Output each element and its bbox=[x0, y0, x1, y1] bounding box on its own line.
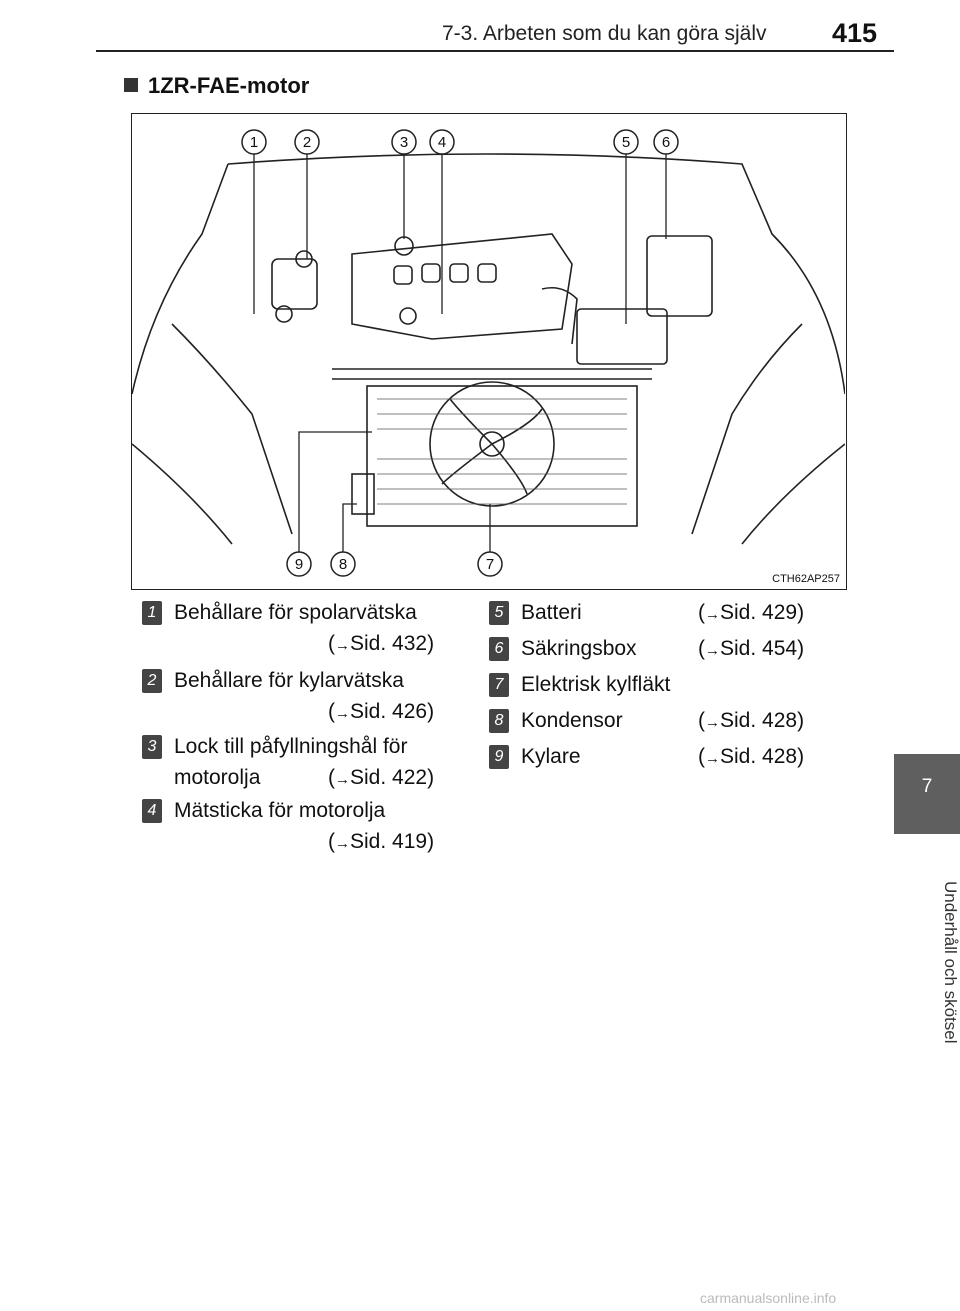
square-bullet-icon bbox=[124, 78, 138, 92]
legend-name: Behållare för spolarvätska bbox=[174, 601, 417, 624]
arrow-right-icon: → bbox=[335, 771, 350, 788]
callout-9: 9 bbox=[295, 556, 303, 573]
callout-1: 1 bbox=[250, 134, 258, 151]
section-title-text: 1ZR-FAE-motor bbox=[148, 73, 310, 98]
arrow-right-icon: → bbox=[705, 606, 720, 623]
legend-item-5: 5 Batteri (→Sid. 429) bbox=[489, 597, 829, 628]
callout-7: 7 bbox=[486, 556, 494, 573]
figure-code: CTH62AP257 bbox=[772, 573, 840, 585]
legend-item-8: 8 Kondensor (→Sid. 428) bbox=[489, 705, 829, 736]
engine-bay-figure: 1 2 3 4 5 6 9 8 7 CTH62AP257 bbox=[131, 113, 847, 590]
page-reference: (→Sid. 454) bbox=[698, 637, 805, 660]
watermark: carmanualsonline.info bbox=[700, 1290, 837, 1306]
callout-2: 2 bbox=[303, 134, 311, 151]
legend-name: Säkringsbox bbox=[521, 637, 637, 660]
page-reference: (→Sid. 432) bbox=[328, 632, 435, 655]
legend-name-cont: motorolja bbox=[174, 766, 261, 789]
legend-item-6: 6 Säkringsbox (→Sid. 454) bbox=[489, 633, 829, 664]
arrow-right-icon: → bbox=[335, 835, 350, 852]
arrow-right-icon: → bbox=[335, 637, 350, 654]
legend-item-9: 9 Kylare (→Sid. 428) bbox=[489, 741, 829, 772]
legend-item-7: 7 Elektrisk kylfläkt bbox=[489, 669, 829, 700]
legend-name: Batteri bbox=[521, 601, 582, 624]
page-reference: (→Sid. 419) bbox=[328, 830, 435, 853]
legend-name: Elektrisk kylfläkt bbox=[521, 673, 671, 696]
page-reference: (→Sid. 422) bbox=[328, 766, 435, 789]
legend-number-badge: 7 bbox=[489, 673, 509, 697]
legend-number-badge: 1 bbox=[142, 601, 162, 625]
arrow-right-icon: → bbox=[705, 750, 720, 767]
callout-5: 5 bbox=[622, 134, 630, 151]
page-reference: (→Sid. 428) bbox=[698, 745, 805, 768]
arrow-right-icon: → bbox=[705, 714, 720, 731]
legend-item-1: 1 Behållare för spolarvätska (→Sid. 432) bbox=[142, 597, 462, 659]
page-number: 415 bbox=[832, 18, 878, 48]
legend-number-badge: 3 bbox=[142, 735, 162, 759]
legend-item-3: 3 Lock till påfyllningshål för motorolja… bbox=[142, 731, 462, 793]
engine-bay-illustration: 1 2 3 4 5 6 9 8 7 bbox=[132, 129, 845, 577]
legend-number-badge: 9 bbox=[489, 745, 509, 769]
chapter-number: 7 bbox=[921, 776, 933, 797]
legend-name: Lock till påfyllningshål för bbox=[174, 735, 408, 758]
legend-name: Behållare för kylarvätska bbox=[174, 669, 404, 692]
header-rule bbox=[96, 50, 894, 52]
legend-name: Kondensor bbox=[521, 709, 623, 732]
legend-number-badge: 2 bbox=[142, 669, 162, 693]
legend-item-4: 4 Mätsticka för motorolja (→Sid. 419) bbox=[142, 795, 462, 857]
arrow-right-icon: → bbox=[335, 705, 350, 722]
arrow-right-icon: → bbox=[705, 642, 720, 659]
callout-8: 8 bbox=[339, 556, 347, 573]
legend-item-2: 2 Behållare för kylarvätska (→Sid. 426) bbox=[142, 665, 462, 727]
legend-number-badge: 6 bbox=[489, 637, 509, 661]
legend-number-badge: 8 bbox=[489, 709, 509, 733]
page-reference: (→Sid. 426) bbox=[328, 700, 435, 723]
chapter-label: Underhåll och skötsel bbox=[941, 880, 960, 1044]
legend-name: Kylare bbox=[521, 745, 581, 768]
callout-3: 3 bbox=[400, 134, 408, 151]
page-reference: (→Sid. 428) bbox=[698, 709, 805, 732]
running-header-title: 7-3. Arbeten som du kan göra själv bbox=[442, 22, 767, 45]
legend-number-badge: 4 bbox=[142, 799, 162, 823]
chapter-tab: 7 bbox=[894, 754, 960, 834]
legend-name: Mätsticka för motorolja bbox=[174, 799, 386, 822]
page-reference: (→Sid. 429) bbox=[698, 601, 805, 624]
callout-6: 6 bbox=[662, 134, 670, 151]
section-title: 1ZR-FAE-motor bbox=[124, 73, 309, 99]
callout-4: 4 bbox=[438, 134, 446, 151]
legend-number-badge: 5 bbox=[489, 601, 509, 625]
